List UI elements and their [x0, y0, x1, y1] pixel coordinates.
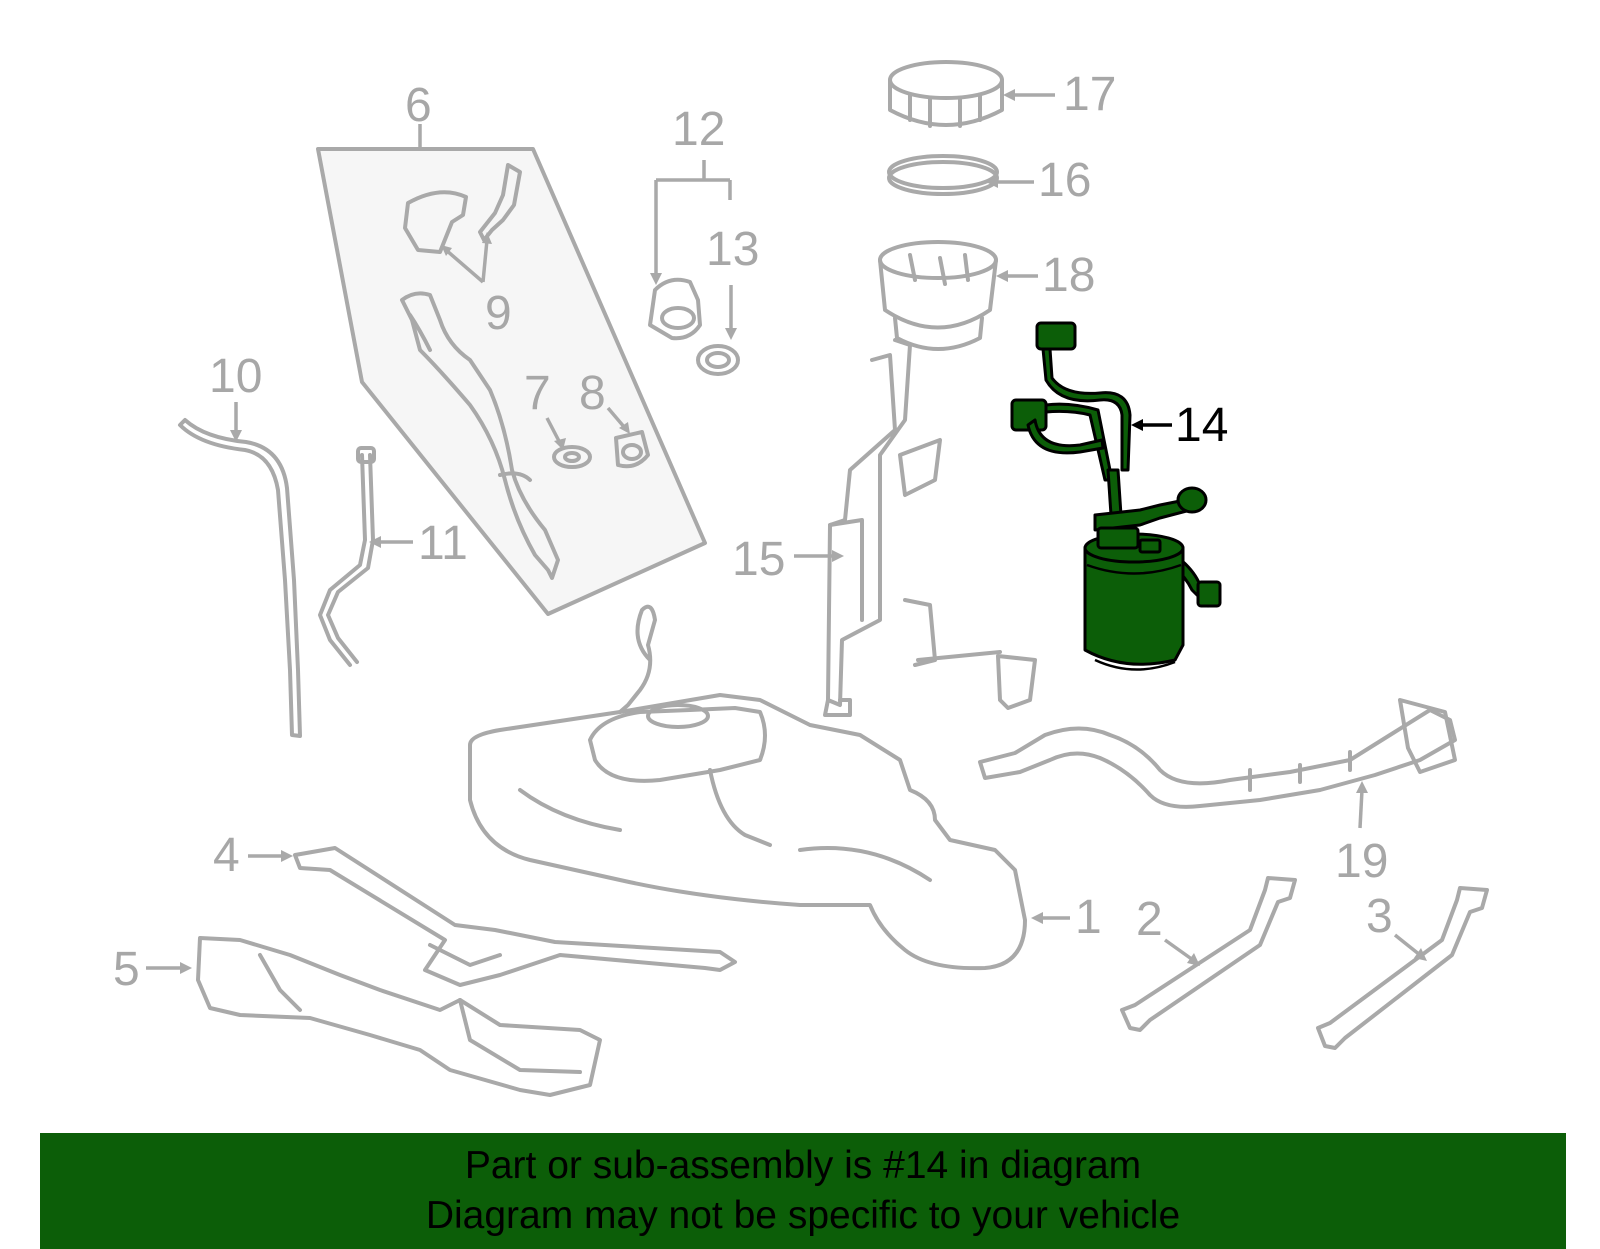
callout-7: 7 [524, 367, 551, 420]
part-15-fuel-level-sensor[interactable] [823, 338, 1037, 717]
callout-13: 13 [706, 223, 759, 276]
callout-19: 19 [1335, 835, 1388, 888]
banner-line-disclaimer: Diagram may not be specific to your vehi… [425, 1194, 1181, 1237]
callout-17: 17 [1063, 68, 1116, 121]
callout-8: 8 [579, 367, 606, 420]
part-3-tank-strap[interactable] [1316, 886, 1489, 1050]
callout-6: 6 [405, 79, 432, 132]
callout-3: 3 [1366, 890, 1393, 943]
callout-4: 4 [213, 829, 240, 882]
part-12-rollover-valve[interactable] [648, 277, 702, 341]
callout-11: 11 [418, 517, 468, 570]
callout-14: 14 [1175, 399, 1228, 452]
part-16-seal[interactable] [887, 154, 999, 196]
banner-line-part-number: Part or sub-assembly is #14 in diagram [464, 1144, 1142, 1187]
callout-15: 15 [732, 533, 785, 586]
callout-12: 12 [672, 103, 725, 156]
callout-2: 2 [1136, 893, 1163, 946]
part-5-heat-shield[interactable] [196, 936, 602, 1097]
part-1-fuel-tank[interactable] [468, 604, 1027, 971]
part-4-heat-shield[interactable] [293, 846, 737, 987]
callout-5: 5 [113, 943, 140, 996]
callout-9: 9 [485, 287, 512, 340]
callout-10: 10 [209, 350, 262, 403]
part-10-vent-hose[interactable] [178, 418, 302, 738]
part-11-hose[interactable] [318, 446, 376, 667]
callout-16: 16 [1038, 154, 1091, 207]
part-18-sender-unit[interactable] [878, 240, 998, 351]
part-13-grommet[interactable] [696, 344, 740, 376]
part-14-fuel-pump-module[interactable] [1010, 321, 1222, 671]
info-banner: Part or sub-assembly is #14 in diagram D… [40, 1133, 1566, 1249]
part-2-tank-strap[interactable] [1120, 876, 1297, 1032]
callout-18: 18 [1042, 249, 1095, 302]
part-19-fuel-line[interactable] [978, 698, 1457, 809]
part-17-lock-ring[interactable] [888, 60, 1004, 128]
callout-1: 1 [1075, 891, 1102, 944]
part-6-filler-neck-assembly[interactable] [316, 147, 707, 616]
